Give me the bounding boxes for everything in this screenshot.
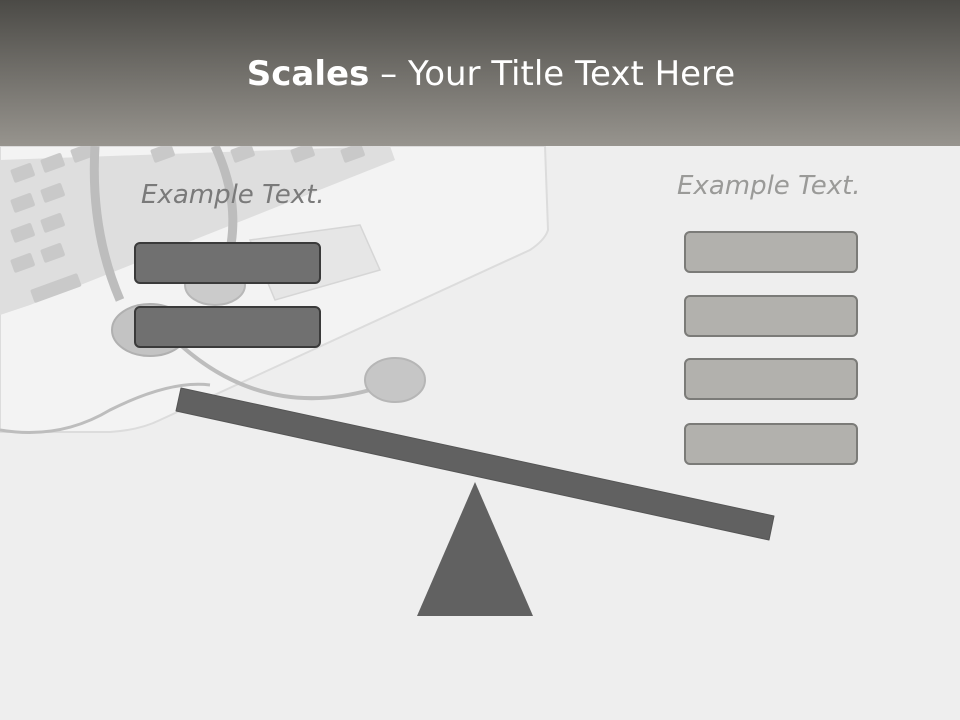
title-rest-part: – Your Title Text Here [369, 54, 736, 94]
slide-title: Scales – Your Title Text Here [0, 52, 960, 96]
right-example-label: Example Text. [677, 171, 861, 201]
right-weight-box-1 [684, 231, 858, 273]
right-weight-box-2 [684, 295, 858, 337]
title-bold-part: Scales [246, 54, 370, 94]
scale-fulcrum [417, 482, 533, 616]
left-example-label: Example Text. [141, 180, 325, 210]
scale-beam [175, 387, 775, 541]
right-weight-box-3 [684, 358, 858, 400]
title-bar: Scales – Your Title Text Here [0, 0, 960, 146]
right-weight-box-4 [684, 423, 858, 465]
left-weight-box-2 [134, 306, 321, 348]
left-weight-box-1 [134, 242, 321, 284]
